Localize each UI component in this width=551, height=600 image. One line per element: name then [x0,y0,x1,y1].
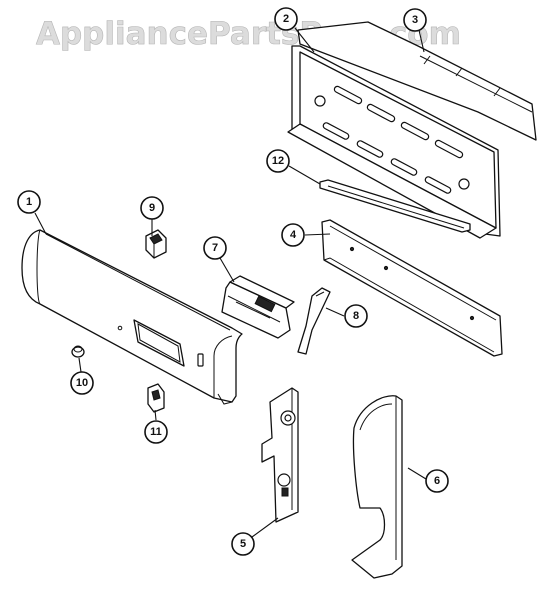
callout-2: 2 [274,7,298,31]
part-1-control-panel [21,229,243,405]
part-3-top-trim [297,21,537,141]
part-7-electronic-control [221,275,295,339]
leader-11 [154,409,157,421]
callout-11: 11 [144,420,168,444]
leader-lines [34,27,427,538]
leader-8 [325,307,345,317]
leader-4 [304,233,331,236]
part-8-bracket [297,287,331,355]
svg-text:1: 1 [26,196,32,208]
part-2-backguard-panel [287,45,501,239]
part-9-switch [145,229,167,259]
leader-1 [34,212,47,235]
svg-text:6: 6 [434,475,440,487]
part-4-rail [321,219,503,357]
leader-10 [78,357,82,373]
svg-text:8: 8 [353,310,359,322]
leader-2 [294,27,315,53]
callout-3: 3 [403,8,427,32]
svg-text:12: 12 [272,155,284,167]
part-6-end-cap [351,395,403,579]
callout-1: 1 [17,190,41,214]
leader-5 [251,517,279,538]
svg-text:11: 11 [150,426,162,438]
callout-4: 4 [281,223,305,247]
leader-7 [219,257,235,283]
part-11-rocker-switch [147,383,165,413]
part-12-strip [319,179,471,233]
part-1-display-window [133,319,185,367]
callout-6: 6 [425,469,449,493]
part-2-slots [314,85,470,194]
leader-6 [407,467,427,480]
part-5-side-bracket [261,387,299,523]
part-10-button [71,345,85,358]
svg-text:2: 2 [283,13,289,25]
callout-9: 9 [140,196,164,220]
svg-text:3: 3 [412,14,418,26]
svg-text:5: 5 [240,538,246,550]
callout-12: 12 [266,149,290,173]
leader-12 [288,165,321,185]
callout-7: 7 [203,236,227,260]
svg-text:10: 10 [76,377,88,389]
leader-3 [418,29,425,53]
callout-10: 10 [70,371,94,395]
svg-text:7: 7 [212,242,218,254]
svg-text:9: 9 [149,202,155,214]
callout-5: 5 [231,532,255,556]
svg-text:4: 4 [290,229,297,241]
callout-8: 8 [344,304,368,328]
